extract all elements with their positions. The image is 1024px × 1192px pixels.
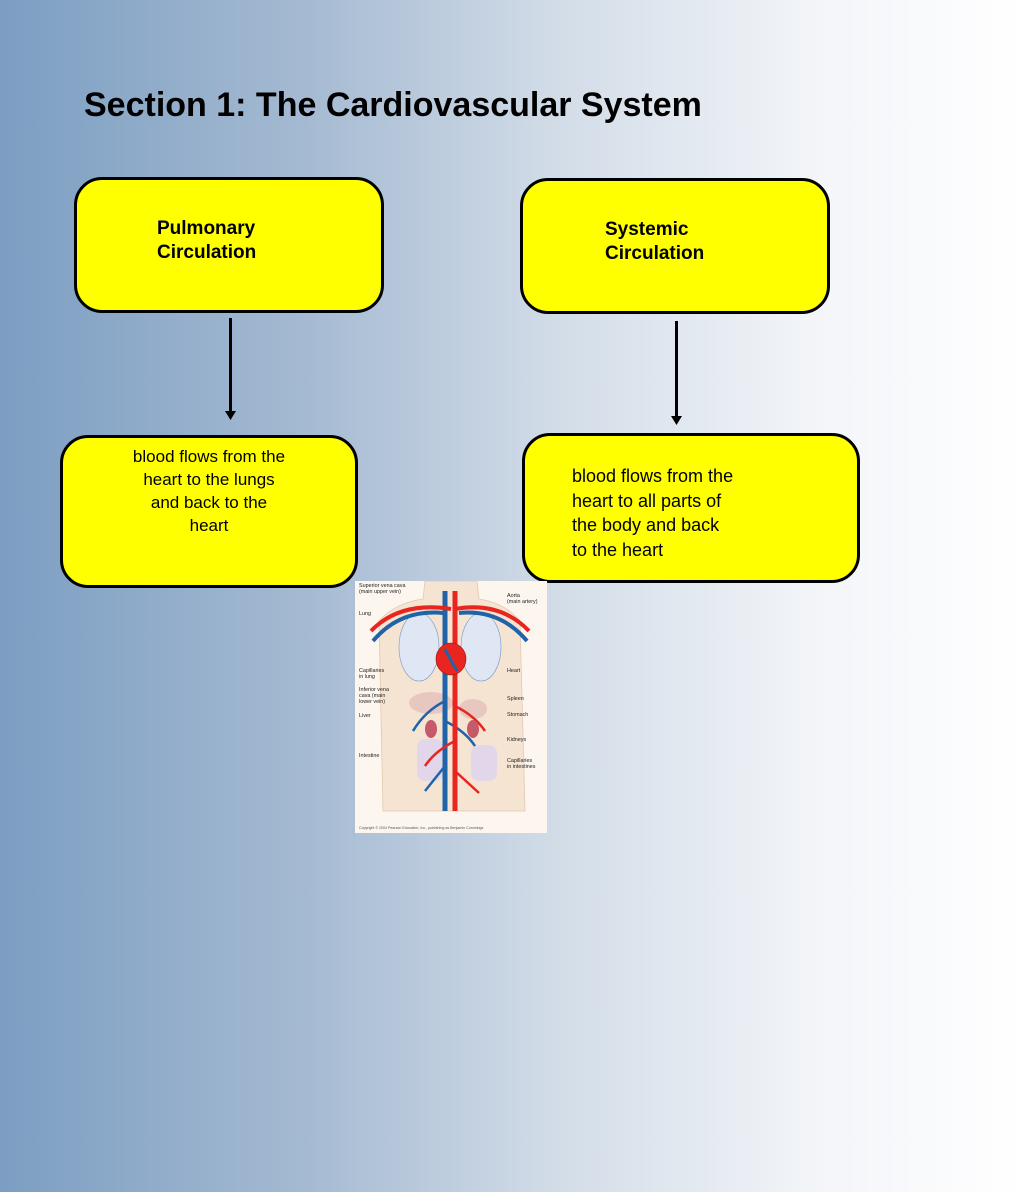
label-ivc-3: lower vein)	[359, 699, 385, 705]
label-intestine: Intestine	[359, 753, 379, 759]
pulmonary-circulation-box: Pulmonary Circulation	[74, 177, 384, 313]
label-copyright: Copyright © 2004 Pearson Education, Inc.…	[359, 826, 484, 830]
artery-branches	[423, 704, 487, 794]
pulmonary-description: blood flows from the heart to the lungs …	[132, 447, 286, 535]
label-liver: Liver	[359, 713, 371, 719]
page-title: Section 1: The Cardiovascular System	[84, 86, 702, 124]
circulatory-system-image: Superior vena cava (main upper vein) Lun…	[355, 581, 547, 833]
label-capillaries-lung-1: Capillaries	[359, 668, 384, 674]
systemic-circulation-heading: Systemic Circulation	[605, 219, 705, 264]
label-ivc-2: cava (main	[359, 693, 385, 699]
pulmonary-description-box: blood flows from the heart to the lungs …	[60, 435, 358, 588]
liver	[409, 692, 453, 714]
label-ivc-1: Inferior vena	[359, 687, 389, 693]
left-lung	[398, 612, 440, 682]
artery-arms	[369, 605, 531, 633]
right-lung	[460, 612, 502, 682]
systemic-circulation-box: Systemic Circulation	[520, 178, 830, 314]
vein-arms	[371, 610, 529, 643]
body-outline	[378, 581, 526, 812]
label-kidneys: Kidneys	[507, 737, 526, 743]
vein-branches	[411, 699, 477, 792]
pulmonary-circulation-heading: Pulmonary Circulation	[157, 218, 257, 263]
label-stomach: Stomach	[507, 712, 528, 718]
label-capillaries-intestines-2: in intestines	[507, 764, 536, 770]
label-lung: Lung	[359, 611, 371, 617]
systemic-arrow	[671, 321, 682, 425]
label-capillaries-intestines-1: Capillaries	[507, 758, 532, 764]
right-kidney	[467, 720, 479, 738]
label-capillaries-lung-2: in lung	[359, 674, 375, 680]
label-svc-1: Superior vena cava	[359, 583, 405, 589]
label-aorta-1: Aorta	[507, 593, 520, 599]
label-spleen: Spleen	[507, 696, 524, 702]
heart-detail	[443, 648, 459, 672]
label-aorta-2: (main artery)	[507, 599, 538, 605]
pulmonary-arrow	[225, 318, 236, 420]
stomach	[459, 699, 487, 719]
label-svc-2: (main upper vein)	[359, 589, 401, 595]
label-heart: Heart	[507, 668, 521, 674]
systemic-description: blood flows from the heart to all parts …	[572, 466, 734, 560]
left-kidney	[425, 720, 437, 738]
systemic-description-box: blood flows from the heart to all parts …	[522, 433, 860, 583]
intestine-right	[471, 745, 497, 781]
